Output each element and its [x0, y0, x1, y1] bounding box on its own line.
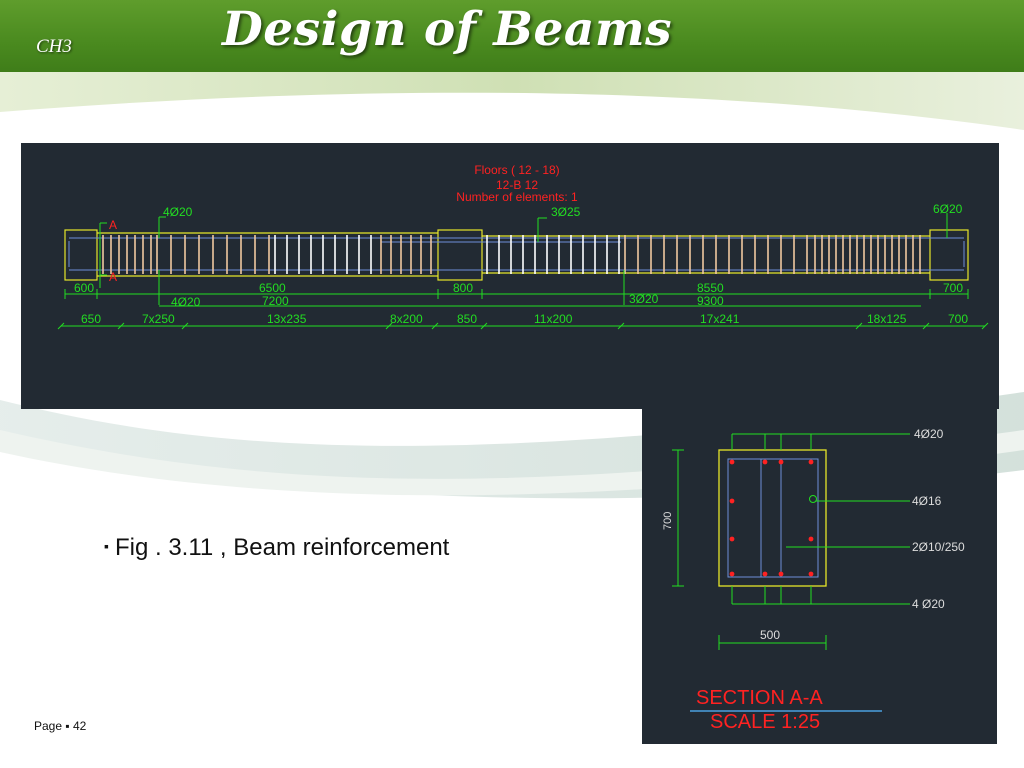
callout-side-bars: 4Ø16	[912, 494, 942, 508]
header-bar	[0, 0, 1024, 72]
dim-support-middle: 800	[453, 281, 473, 295]
dimension-tick	[480, 322, 488, 330]
rebar-dot	[762, 459, 768, 465]
dimension-ticks	[57, 322, 989, 330]
stirrups	[102, 235, 921, 274]
elevation-title-line-1: Floors ( 12 - 18)	[474, 163, 559, 177]
dimension-tick	[385, 322, 393, 330]
rebar-label-bottom-left: 4Ø20	[171, 295, 201, 309]
rebar-dot	[808, 459, 814, 465]
dim-bar-length-2: 9300	[697, 294, 724, 308]
dim-span-2: 8550	[697, 281, 724, 295]
rebar-dot	[808, 536, 814, 542]
section-title: SECTION A-A	[696, 687, 823, 709]
rebar-dot	[729, 571, 735, 577]
callout-stirrups: 2Ø10/250	[912, 540, 965, 554]
dimension-tick	[57, 322, 65, 330]
stirrup-spacing-7: 17x241	[700, 312, 740, 326]
dimension-tick	[855, 322, 863, 330]
beam-section-svg: 4Ø20 4Ø16 2Ø10/250 4 Ø20 700 500 SECTION…	[662, 427, 965, 733]
stirrup-spacing-5: 850	[457, 312, 477, 326]
rebar-label-top-middle: 3Ø25	[551, 205, 581, 219]
figure-caption: ▪ Fig . 3.11 , Beam reinforcement	[104, 534, 449, 562]
caption-text: Fig . 3.11 , Beam reinforcement	[114, 534, 450, 561]
section-mark-bottom: A	[109, 270, 117, 284]
dim-span-1: 6500	[259, 281, 286, 295]
dimension-tick	[117, 322, 125, 330]
stirrup-spacing-3: 13x235	[267, 312, 307, 326]
rebar-dot	[729, 459, 735, 465]
rebar-label-top-left: 4Ø20	[163, 205, 193, 219]
chapter-label: CH3	[36, 36, 72, 57]
section-scale: SCALE 1:25	[710, 711, 820, 733]
section-mark-top: A	[109, 218, 117, 232]
dim-support-left: 600	[74, 281, 94, 295]
slide-title: Design of Beams	[222, 2, 673, 57]
dim-support-right: 700	[943, 281, 963, 295]
section-outline	[718, 449, 827, 587]
dimension-tick	[181, 322, 189, 330]
elevation-title-line-3: Number of elements: 1	[456, 190, 578, 204]
side-bar-marker	[809, 495, 817, 503]
rebar-dot	[729, 536, 735, 542]
beam-outline	[64, 229, 969, 281]
rebar-dot	[808, 571, 814, 577]
dimension-tick	[981, 322, 989, 330]
section-height-label: 700	[662, 512, 674, 530]
rebar-dot	[778, 459, 784, 465]
callout-top-bars: 4Ø20	[914, 427, 944, 441]
caption-bullet: ▪	[104, 538, 109, 554]
section-width-label: 500	[760, 628, 780, 642]
rebar-dot	[778, 571, 784, 577]
section-leaders	[672, 433, 910, 650]
elevation-title-line-2: 12-B 12	[496, 178, 538, 192]
dimension-lines	[61, 289, 985, 327]
rebar-label-bottom-middle: 3Ø20	[629, 292, 659, 306]
page-number: Page ▪ 42	[34, 719, 87, 733]
stirrup-spacing-6: 11x200	[534, 312, 573, 326]
callout-bottom-bars: 4 Ø20	[912, 597, 945, 611]
section-bars	[729, 459, 814, 577]
dim-bar-length-1: 7200	[262, 294, 289, 308]
stirrup-spacing-4: 8x200	[390, 312, 423, 326]
dimension-tick	[617, 322, 625, 330]
beam-section-drawing: 4Ø20 4Ø16 2Ø10/250 4 Ø20 700 500 SECTION…	[642, 409, 997, 744]
dimension-tick	[922, 322, 930, 330]
rebar-leaders	[158, 213, 948, 305]
section-stirrup	[727, 458, 819, 578]
beam-elevation-drawing: Floors ( 12 - 18) 12-B 12 Number of elem…	[21, 143, 999, 409]
stirrup-spacing-1: 650	[81, 312, 101, 326]
rebar-dot	[762, 571, 768, 577]
stirrup-spacing-2: 7x250	[142, 312, 175, 326]
rebar-dot	[729, 498, 735, 504]
stirrup-spacing-9: 700	[948, 312, 968, 326]
beam-elevation-svg: Floors ( 12 - 18) 12-B 12 Number of elem…	[57, 163, 989, 330]
rebar-label-top-right: 6Ø20	[933, 202, 963, 216]
dimension-tick	[431, 322, 439, 330]
section-cut-marks	[99, 222, 107, 288]
stirrup-spacing-8: 18x125	[867, 312, 907, 326]
